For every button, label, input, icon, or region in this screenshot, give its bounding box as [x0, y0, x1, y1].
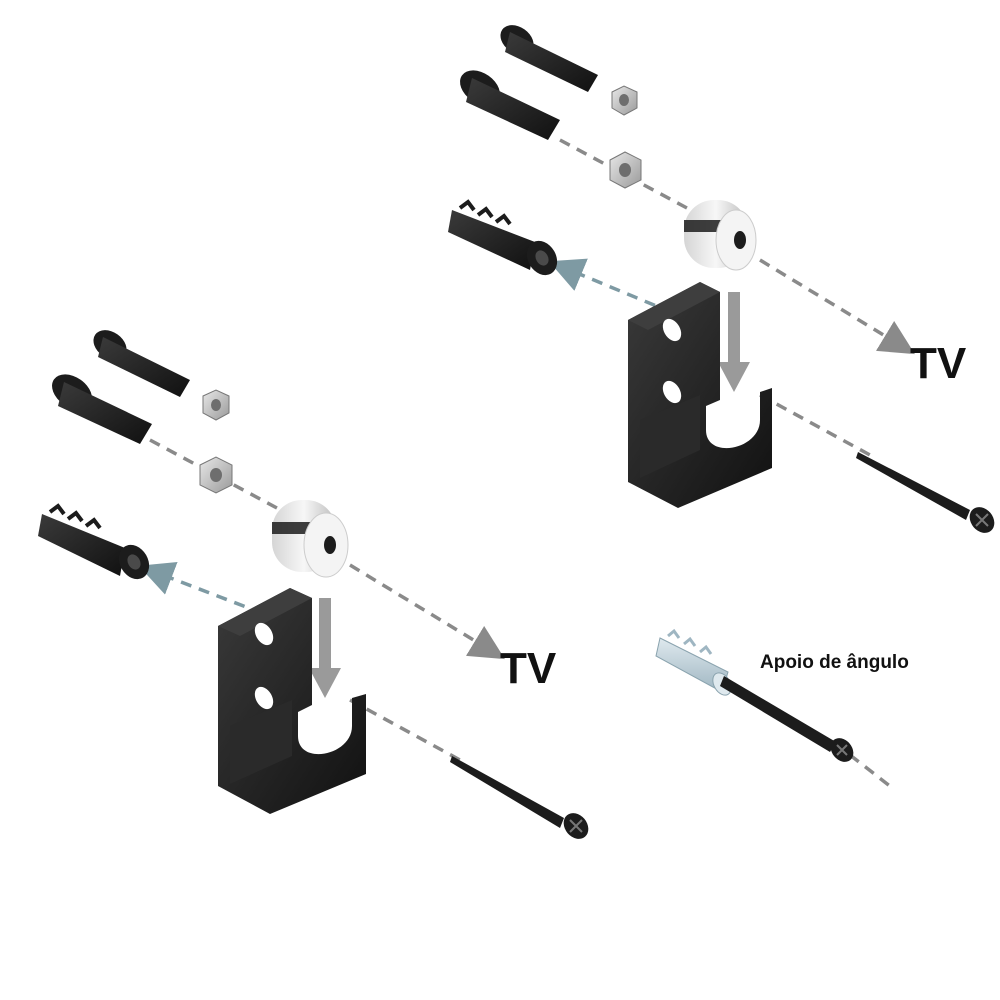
corner-support: Apoio de ângulo: [655, 628, 909, 792]
nut-icon: [611, 85, 638, 116]
wall-anchor-icon: [448, 199, 558, 276]
guide-line-screw: [759, 393, 871, 457]
guide-line-to-tv: [759, 258, 915, 355]
spacer-icon: [684, 200, 757, 271]
nut-icon: [609, 151, 642, 189]
tv-label-bottom: TV: [500, 644, 557, 693]
bolt-icon: [500, 25, 598, 92]
bolt-icon: [52, 374, 152, 444]
spacer-icon: [272, 500, 349, 578]
assembly-bottom: TV: [38, 330, 589, 839]
bracket-icon: [628, 282, 772, 508]
bracket-icon: [218, 588, 366, 814]
bolt-icon: [93, 330, 190, 397]
wall-anchor-icon: [655, 628, 732, 696]
guide-line-screw: [349, 698, 461, 762]
screw-icon: [720, 676, 854, 762]
nut-icon: [199, 456, 233, 494]
screw-icon: [856, 452, 995, 533]
arrow-icon: [309, 598, 341, 698]
arrow-icon: [718, 292, 750, 392]
nut-icon: [202, 389, 230, 421]
corner-support-label: Apoio de ângulo: [760, 652, 909, 673]
guide-line-to-tv: [349, 563, 505, 660]
bolt-icon: [460, 70, 560, 140]
guide-line-corner-support: [848, 753, 897, 792]
assembly-top: TV: [448, 25, 995, 533]
tv-label-top: TV: [910, 339, 967, 388]
wall-anchor-icon: [38, 503, 150, 580]
screw-icon: [450, 756, 589, 839]
